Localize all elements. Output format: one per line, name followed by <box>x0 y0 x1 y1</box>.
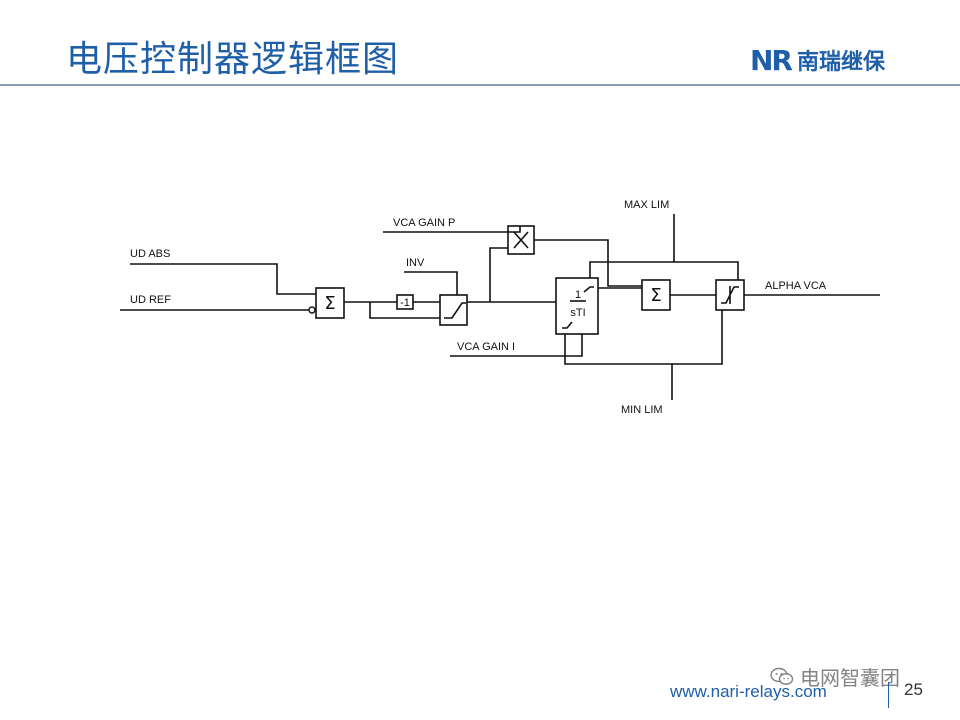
wire-gain-p <box>383 226 521 233</box>
limiter-block <box>715 279 745 311</box>
negate-block <box>396 294 414 310</box>
page-number: 25 <box>904 680 923 699</box>
logo-text: 南瑞继保 <box>797 50 886 75</box>
wire-mult-out <box>534 239 642 287</box>
logo-mark: NR <box>750 43 793 77</box>
switch-block <box>439 294 468 326</box>
wire-min-lim <box>564 334 673 400</box>
ud-ref-input-node <box>308 306 316 314</box>
integrator-denominator: sTI <box>570 307 585 319</box>
sum-icon-1: Σ <box>324 293 335 314</box>
wechat-icon <box>770 667 794 687</box>
sum-icon-2: Σ <box>650 285 661 306</box>
integrator-numerator: 1 <box>575 289 581 301</box>
wire-max-lim <box>589 214 675 278</box>
integrator-upper-limit-icon <box>583 286 594 293</box>
company-logo: NR 南瑞继保 <box>750 43 886 77</box>
label-alpha-vca: ALPHA VCA <box>765 280 827 292</box>
wire-gain-i <box>450 334 583 357</box>
watermark: 电网智囊团 <box>770 662 900 691</box>
integrator-lower-limit-icon <box>562 321 573 329</box>
sum-block-1 <box>315 287 345 319</box>
multiplier-block <box>507 225 535 255</box>
wire-to-mult <box>489 247 508 302</box>
label-vca-gain-i: VCA GAIN I <box>457 341 515 353</box>
wire-max-to-lim <box>674 261 739 280</box>
wire-inv <box>404 271 458 295</box>
integrator-block <box>555 277 599 335</box>
label-ud-abs: UD ABS <box>130 248 170 260</box>
wire-neg-bypass <box>369 302 440 319</box>
slide-title: 电压控制器逻辑框图 <box>66 39 400 80</box>
title-divider <box>0 84 960 86</box>
wire-ud-abs <box>130 263 316 295</box>
sum-block-2 <box>641 279 671 311</box>
label-max-lim: MAX LIM <box>624 199 669 211</box>
switch-icon <box>444 302 466 319</box>
label-ud-ref: UD REF <box>130 294 171 306</box>
label-min-lim: MIN LIM <box>621 404 663 416</box>
label-vca-gain-p: VCA GAIN P <box>393 217 455 229</box>
limiter-icon <box>721 286 739 304</box>
watermark-text: 电网智囊团 <box>800 666 900 690</box>
multiply-icon <box>513 231 529 249</box>
label-inv: INV <box>406 257 425 269</box>
wire-min-to-lim <box>672 310 723 365</box>
footer-url[interactable]: www.nari-relays.com <box>670 682 827 701</box>
footer-separator <box>888 682 889 708</box>
negate-label: -1 <box>400 297 410 309</box>
